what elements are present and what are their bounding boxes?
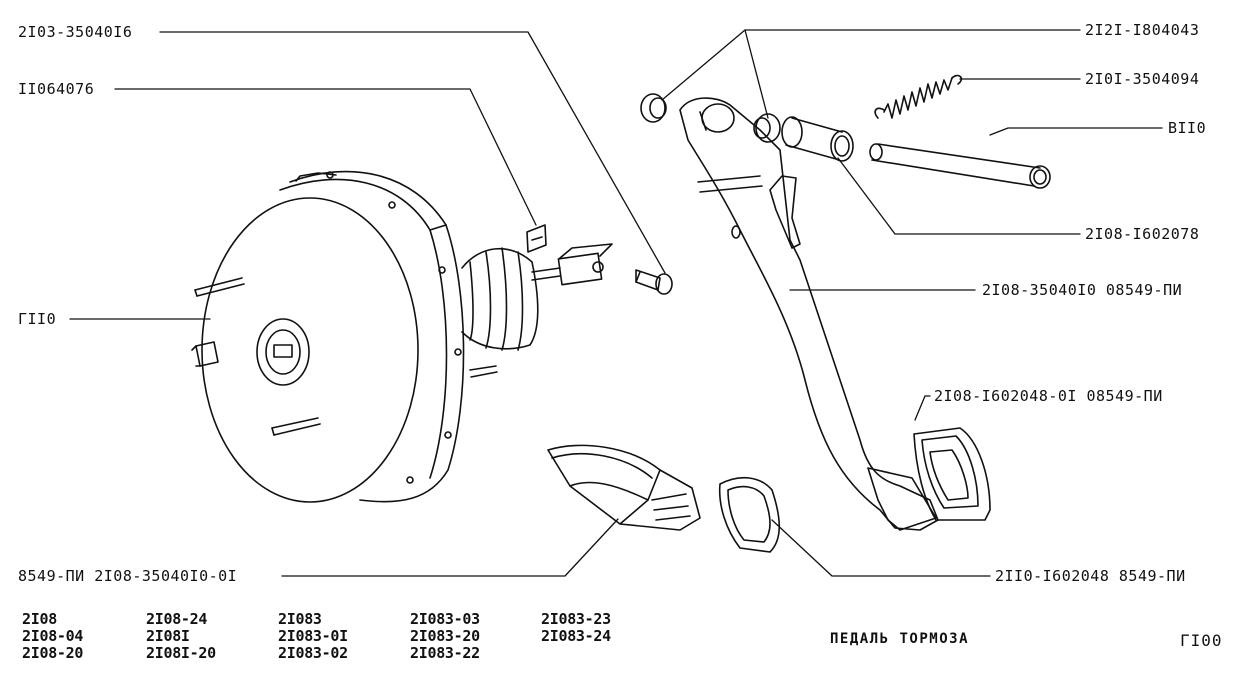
model-code: 2I08 <box>22 610 57 628</box>
callout-2108-1602078: 2I08-I602078 <box>1085 225 1200 243</box>
brake-booster <box>191 170 613 503</box>
model-column-4: 2I083-03 2I083-20 2I083-22 <box>410 611 480 662</box>
callout-2101-3504094: 2I0I-3504094 <box>1085 70 1200 88</box>
model-code: 2I083-02 <box>278 644 348 662</box>
callout-v110: BII0 <box>1168 119 1207 137</box>
model-code: 2I08-04 <box>22 627 84 645</box>
callout-8549-pi-2108-3504010-01: 8549-ПИ 2I08-35040I0-0I <box>18 567 238 585</box>
model-code: 2I083-23 <box>541 610 611 628</box>
model-code: 2I08I-20 <box>146 644 216 662</box>
model-column-3: 2I083 2I083-0I 2I083-02 <box>278 611 348 662</box>
callout-g110: ГII0 <box>18 310 57 328</box>
pedal-pads <box>547 427 991 553</box>
model-column-5: 2I083-23 2I083-24 <box>541 611 611 645</box>
callout-11064076: II064076 <box>18 80 95 98</box>
callout-2108-3504010-08549-pi: 2I08-35040I0 08549-ПИ <box>982 281 1183 299</box>
callout-2108-1602048-01-08549-pi: 2I08-I602048-0I 08549-ПИ <box>934 387 1163 405</box>
leader-lines <box>69 29 1163 577</box>
page-code: ГI00 <box>1180 631 1223 650</box>
model-code: 2I083-0I <box>278 627 348 645</box>
model-code: 2I08-20 <box>22 644 84 662</box>
model-code: 2I08I <box>146 627 190 645</box>
pedal-arm <box>679 97 939 531</box>
model-code: 2I083 <box>278 610 322 628</box>
model-code: 2I083-24 <box>541 627 611 645</box>
model-column-2: 2I08-24 2I08I 2I08I-20 <box>146 611 216 662</box>
model-column-1: 2I08 2I08-04 2I08-20 <box>22 611 83 662</box>
model-code: 2I083-03 <box>410 610 480 628</box>
pedal-axis-parts <box>640 74 1051 189</box>
model-code: 2I08-24 <box>146 610 208 628</box>
bolt <box>635 269 673 295</box>
model-code: 2I083-22 <box>410 644 480 662</box>
callout-2121-1804043: 2I2I-I804043 <box>1085 21 1200 39</box>
callout-2110-1602048-8549-pi: 2II0-I602048 8549-ПИ <box>995 567 1186 585</box>
page-title: ПЕДАЛЬ ТОРМОЗА <box>830 631 970 647</box>
model-code: 2I083-20 <box>410 627 480 645</box>
callout-2103-3504016: 2I03-35040I6 <box>18 23 133 41</box>
